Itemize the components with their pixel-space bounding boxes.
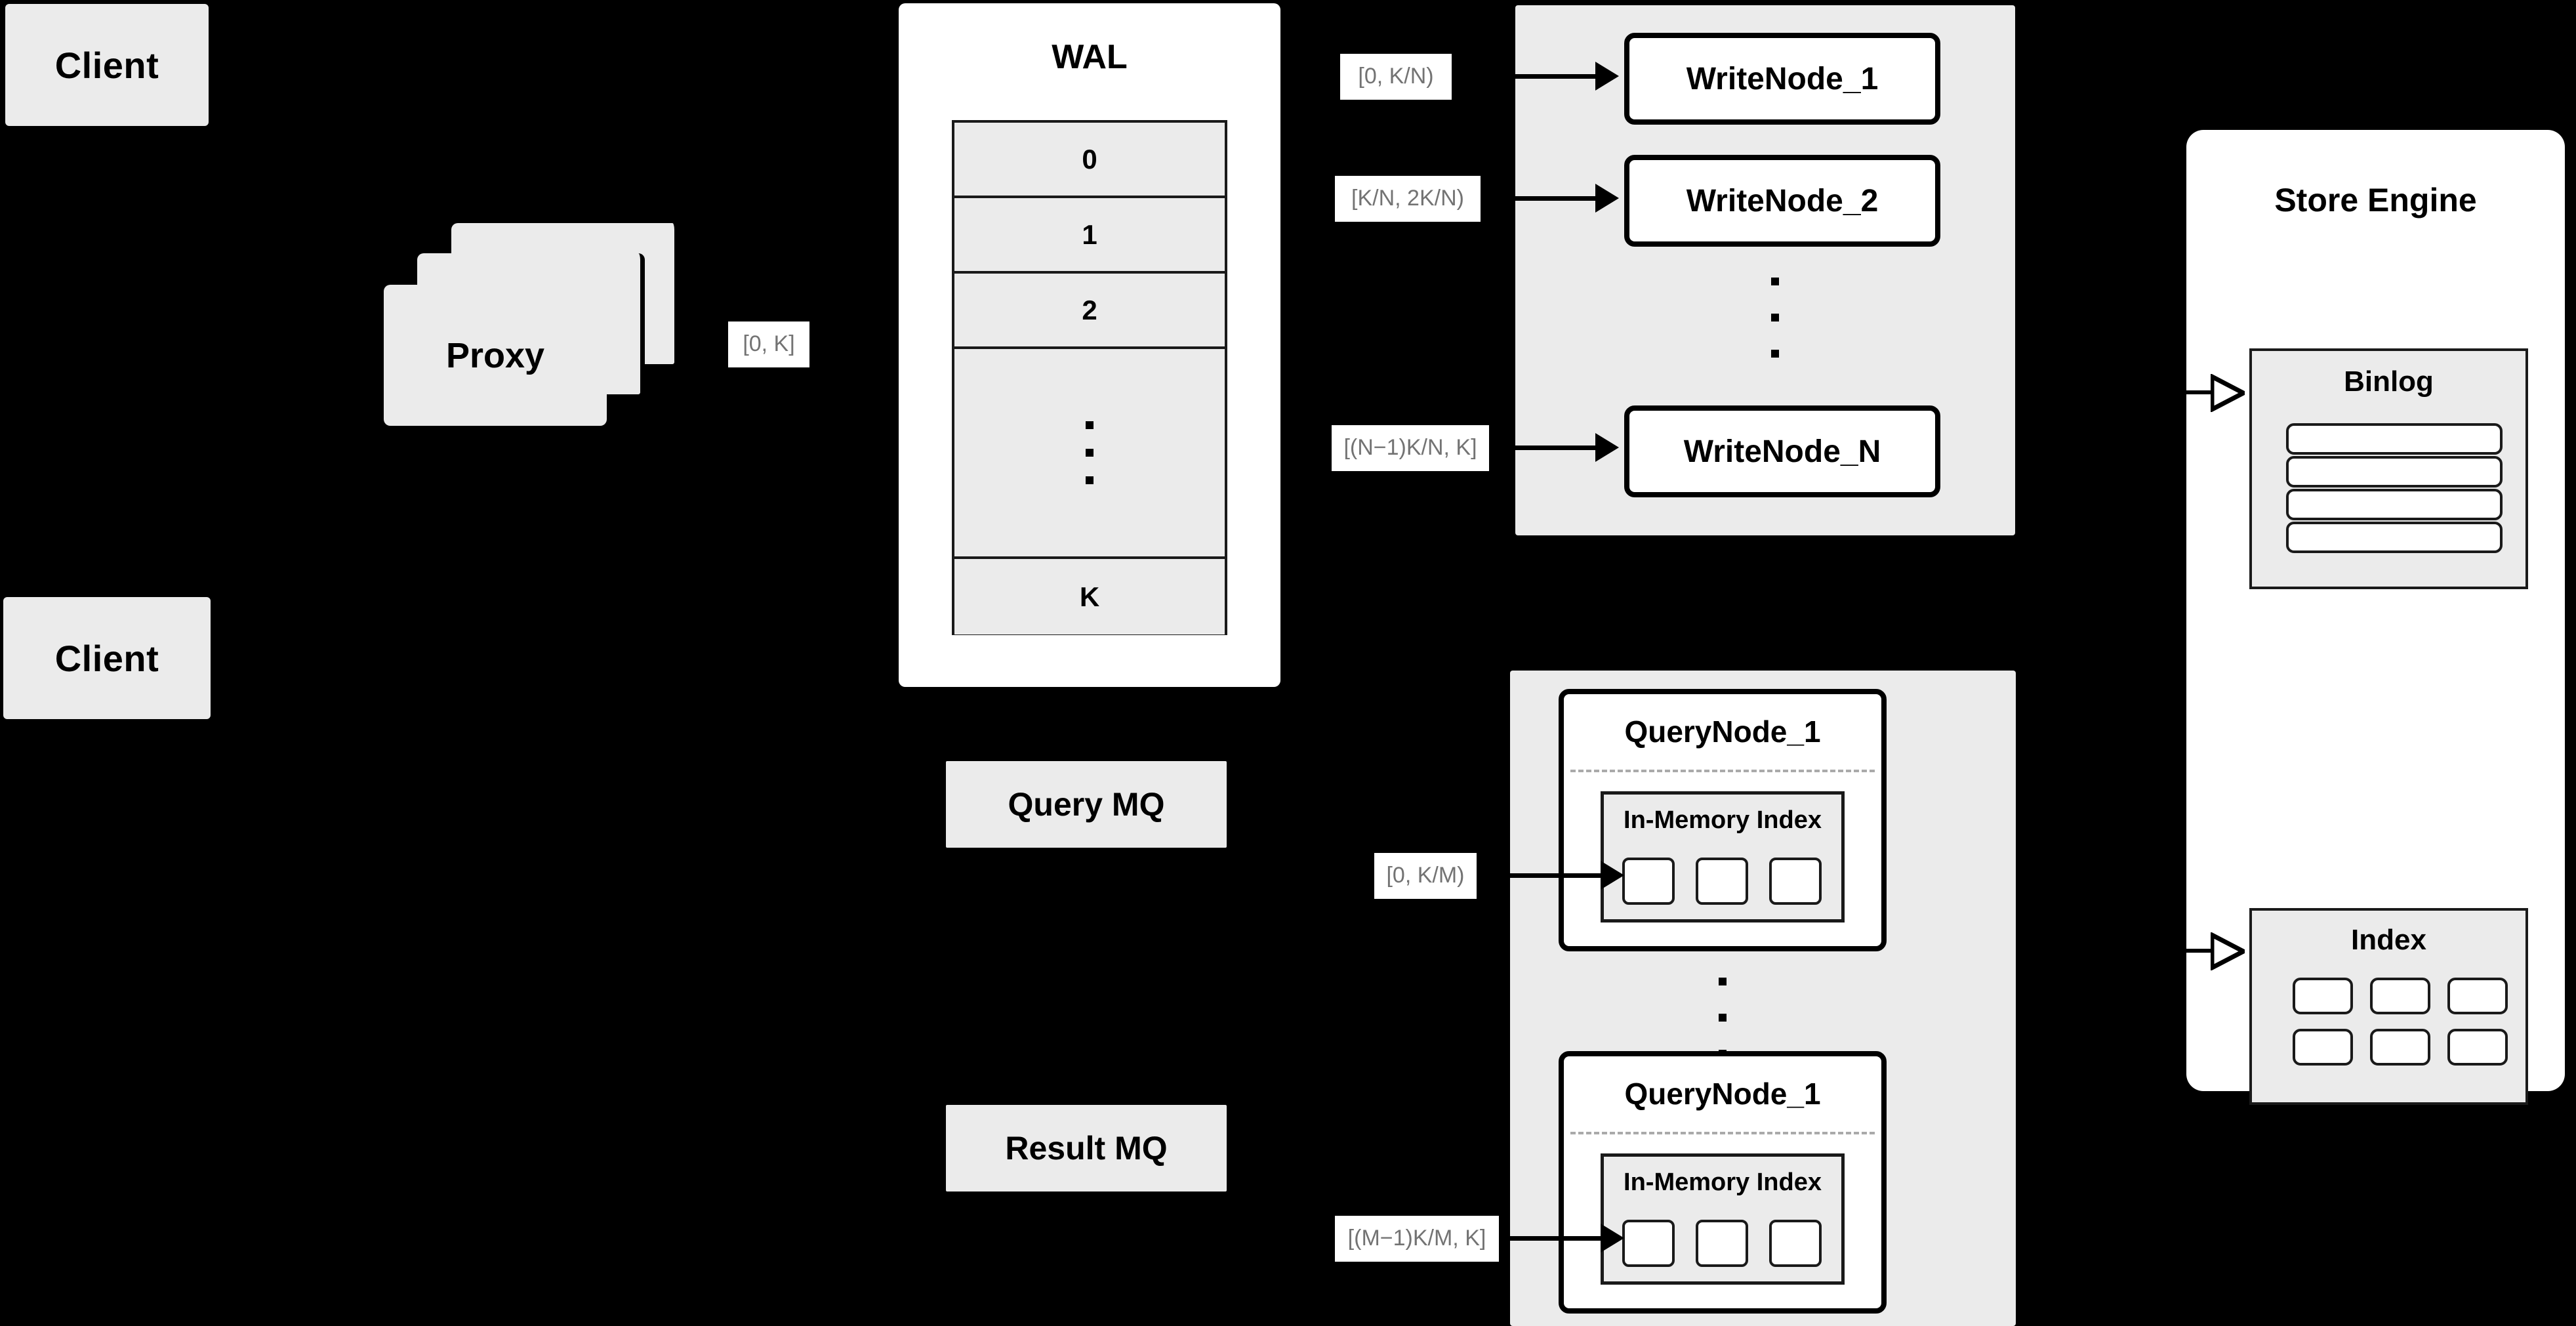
- write-node-1[interactable]: WriteNode_1: [1624, 33, 1940, 125]
- write-node-2[interactable]: WriteNode_2: [1624, 155, 1940, 247]
- dot-icon: [1086, 449, 1094, 457]
- proxy-output-range-label: [0, K]: [728, 321, 809, 367]
- index-cell: [1622, 1220, 1675, 1267]
- dot-icon: [1771, 278, 1779, 285]
- index-cell: [1622, 858, 1675, 905]
- arrowhead-icon: [1601, 1224, 1624, 1253]
- binlog-box: Binlog: [2249, 348, 2528, 589]
- write-node-n-range-label: [(N−1)K/N, K]: [1332, 425, 1489, 471]
- binlog-title: Binlog: [2344, 365, 2434, 398]
- query-node-m-divider: [1570, 1132, 1875, 1134]
- arrowhead-icon: [1601, 861, 1624, 890]
- wal-entry-row: 2: [954, 274, 1225, 349]
- dot-icon: [1771, 314, 1779, 321]
- wal-entry-row: 1: [954, 198, 1225, 274]
- query-node-1-divider: [1570, 770, 1875, 772]
- index-cell: [2370, 978, 2430, 1014]
- query-mq-label: Query MQ: [1008, 786, 1165, 823]
- write-node-group: WriteNode_1 WriteNode_2 WriteNode_N: [1515, 5, 2015, 535]
- index-cell: [1696, 858, 1748, 905]
- query-node-1-in-memory-index: In-Memory Index: [1601, 791, 1845, 922]
- dot-icon: [1719, 978, 1727, 985]
- arrow-to-write-node-n: [1490, 445, 1595, 450]
- binlog-row: [2286, 423, 2503, 455]
- arrow-to-store-index: [2186, 949, 2213, 953]
- wal-entry-table: 0 1 2 K: [952, 120, 1227, 635]
- store-index-box: Index: [2249, 908, 2528, 1105]
- query-node-1[interactable]: QueryNode_1 In-Memory Index: [1559, 689, 1887, 951]
- dot-icon: [1086, 476, 1094, 484]
- binlog-row: [2286, 489, 2503, 520]
- store-engine-title: Store Engine: [2274, 182, 2477, 218]
- index-cell: [2370, 1029, 2430, 1066]
- arrow-to-binlog: [2186, 390, 2213, 394]
- wal-panel: WAL 0 1 2 K: [899, 3, 1280, 687]
- result-mq-box[interactable]: Result MQ: [946, 1105, 1227, 1191]
- query-node-m-title: QueryNode_1: [1624, 1077, 1821, 1111]
- binlog-row: [2286, 522, 2503, 553]
- query-node-m-range-label: [(M−1)K/M, K]: [1335, 1216, 1499, 1262]
- dot-icon: [1771, 350, 1779, 358]
- client-label: Client: [54, 637, 159, 679]
- proxy-label: Proxy: [445, 335, 545, 375]
- write-node-ellipsis: [1771, 278, 1779, 358]
- client-label: Client: [54, 44, 159, 86]
- store-index-title: Index: [2351, 924, 2426, 956]
- wal-entry-row: 0: [954, 123, 1225, 198]
- query-node-1-range-label: [0, K/M): [1374, 853, 1477, 899]
- result-mq-label: Result MQ: [1005, 1130, 1168, 1167]
- query-node-m[interactable]: QueryNode_1 In-Memory Index: [1559, 1051, 1887, 1314]
- proxy-stack[interactable]: Proxy: [380, 210, 682, 433]
- arrowhead-icon: [1595, 433, 1619, 462]
- index-cell: [2293, 978, 2353, 1014]
- query-node-ellipsis: [1719, 978, 1727, 1058]
- index-cell: [2447, 978, 2508, 1014]
- proxy-layer-front[interactable]: Proxy: [384, 285, 607, 426]
- in-memory-index-title: In-Memory Index: [1624, 1169, 1822, 1196]
- arrowhead-icon: [1595, 184, 1619, 213]
- arrow-to-query-node-m: [1509, 1236, 1601, 1241]
- query-node-1-title: QueryNode_1: [1624, 715, 1821, 749]
- wal-title: WAL: [1052, 38, 1128, 76]
- wal-ellipsis-row: [954, 349, 1225, 559]
- dot-icon: [1086, 421, 1094, 429]
- arrow-to-write-node-1: [1490, 74, 1595, 79]
- in-memory-index-title: In-Memory Index: [1624, 806, 1822, 834]
- arrowhead-icon: [1595, 62, 1619, 91]
- binlog-row: [2286, 456, 2503, 487]
- query-node-m-in-memory-index: In-Memory Index: [1601, 1153, 1845, 1285]
- index-cell: [2447, 1029, 2508, 1066]
- write-node-1-range-label: [0, K/N): [1340, 54, 1452, 100]
- wal-entry-row: K: [954, 559, 1225, 634]
- dot-icon: [1719, 1014, 1727, 1022]
- index-cell: [1696, 1220, 1748, 1267]
- client-box-1[interactable]: Client: [5, 4, 209, 126]
- arrow-to-query-node-1: [1509, 873, 1601, 878]
- query-mq-box[interactable]: Query MQ: [946, 761, 1227, 848]
- write-node-2-range-label: [K/N, 2K/N): [1335, 176, 1481, 222]
- arrow-to-write-node-2: [1490, 196, 1595, 201]
- write-node-n[interactable]: WriteNode_N: [1624, 405, 1940, 497]
- client-box-2[interactable]: Client: [3, 597, 211, 719]
- store-engine-panel: Store Engine Binlog Index: [2186, 130, 2565, 1105]
- index-cell: [1769, 858, 1822, 905]
- index-cell: [2293, 1029, 2353, 1066]
- index-cell: [1769, 1220, 1822, 1267]
- query-node-group: QueryNode_1 In-Memory Index QueryNode_1: [1510, 671, 2016, 1326]
